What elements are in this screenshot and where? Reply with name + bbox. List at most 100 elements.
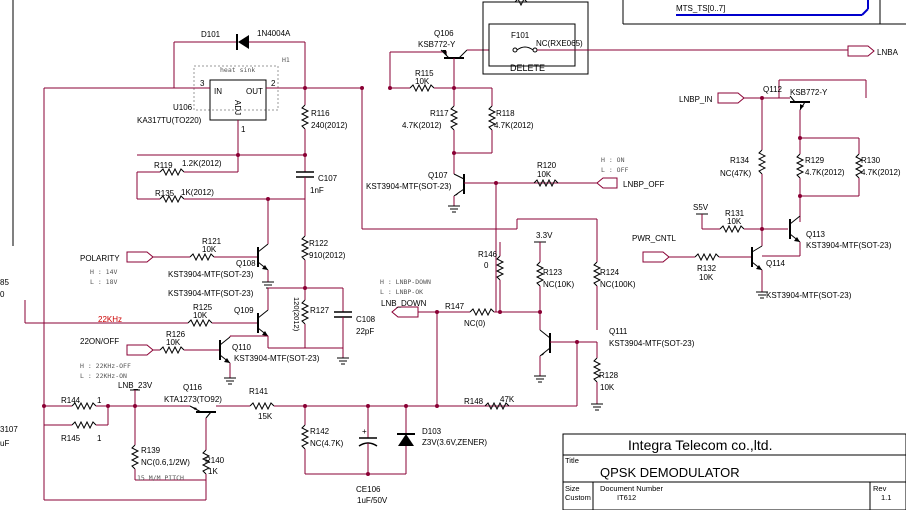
regulator-u106: heat sink H1 IN OUT ADJ 3 2 1 U106 KA317… xyxy=(44,56,362,155)
ports-lnb23: LNB_23V xyxy=(118,381,153,390)
parts-q114-ref: Q114 xyxy=(766,259,786,268)
parts-r140-val: 1K xyxy=(208,467,218,476)
ground-q108 xyxy=(262,281,274,289)
parts-q110-val: KST3904-MTF(SOT-23) xyxy=(234,354,320,363)
parts-r-mid-val: 120(2012) xyxy=(292,297,301,332)
parts-u106-adj: ADJ xyxy=(233,100,242,115)
transistor-q108: Q108 KST3904-MTF(SOT-23) xyxy=(168,236,269,282)
resistor-r142: R142 NC(4.7K) xyxy=(300,406,344,474)
parts-r120-ref: R120 xyxy=(537,161,557,170)
parts-r125-ref: R125 xyxy=(193,303,213,312)
ports-polarity: POLARITY xyxy=(80,254,120,263)
company-name: Integra Telecom co.,ltd. xyxy=(628,437,772,453)
parts-r119-ref: R119 xyxy=(154,161,173,170)
parts-r124-val: NC(100K) xyxy=(600,280,636,289)
parts-q108-val: KST3904-MTF(SOT-23) xyxy=(168,270,254,279)
parts-c108-val: 22pF xyxy=(356,327,374,336)
parts-r128-ref: R128 xyxy=(599,371,619,380)
parts-r117-val: 4.7K(2012) xyxy=(402,121,442,130)
resistor-r146: R146 0 xyxy=(478,242,505,312)
parts-q109-val: KST3904-MTF(SOT-23) xyxy=(168,289,254,298)
parts-r146-ref: R146 xyxy=(478,250,498,259)
parts-r142-val: NC(4.7K) xyxy=(310,439,344,448)
parts-r147-ref: R147 xyxy=(445,302,465,311)
notes-k22-l: L : 22KHz-ON xyxy=(80,372,127,380)
port-lnb-down: LNB_DOWN H : LNBP-DOWN L : LNBP-OK xyxy=(380,278,431,318)
notes-dn-l: L : LNBP-OK xyxy=(380,288,423,296)
notes-off-h: H : ON xyxy=(601,156,625,164)
parts-q107-val: KST3904-MTF(SOT-23) xyxy=(366,182,452,191)
parts-r121-val: 10K xyxy=(202,245,217,254)
resistor-r125: R125 10K 22KHz xyxy=(24,300,258,328)
ports-lnba: LNBA xyxy=(877,48,899,57)
notes-delete: DELETE xyxy=(510,63,545,73)
title-block-docnum-label: Document Number xyxy=(600,484,663,493)
parts-u106-p2: 2 xyxy=(271,79,276,88)
port-lnba: LNBA xyxy=(847,45,899,57)
parts-r139-val: NC(0.6,1/2W) xyxy=(141,458,190,467)
edge-label-0: 0 xyxy=(0,290,5,299)
parts-q107-ref: Q107 xyxy=(428,171,448,180)
parts-q112-ref: Q112 xyxy=(763,85,783,94)
parts-r147-val: NC(0) xyxy=(464,319,486,328)
parts-r130-val: 4.7K(2012) xyxy=(861,168,901,177)
parts-r130-ref: R130 xyxy=(861,156,881,165)
resistor-r147: R147 NC(0) xyxy=(418,302,540,328)
parts-u106-ref: U106 xyxy=(173,103,193,112)
parts-r148-ref: R148 xyxy=(464,397,484,406)
parts-q116-val: KTA1273(TO92) xyxy=(164,395,222,404)
parts-r124-ref: R124 xyxy=(600,268,620,277)
parts-ce106-ref: CE106 xyxy=(356,485,381,494)
parts-d103-val: Z3V(3.6V,ZENER) xyxy=(422,438,487,447)
notes-k22-h: H : 22KHz-OFF xyxy=(80,362,131,370)
parts-q106-ref: Q106 xyxy=(434,29,454,38)
transistor-q113: Q113 KST3904-MTF(SOT-23) xyxy=(789,215,892,256)
capacitor-c107: C107 1nF xyxy=(296,155,338,199)
resistor-r135: R135 1K(2012) xyxy=(137,188,305,236)
notes-pol-l: L : 18V xyxy=(90,278,117,286)
parts-q116-ref: Q116 xyxy=(183,383,203,392)
ground-q110 xyxy=(224,377,236,385)
sheet-frame xyxy=(12,0,906,246)
parts-u106-p1: 1 xyxy=(241,125,246,134)
resistor-r121: R121 10K xyxy=(153,237,258,262)
parts-r135-ref: R135 xyxy=(155,189,175,198)
parts-r131-val: 10K xyxy=(727,217,742,226)
parts-r134-ref: R134 xyxy=(730,156,750,165)
notes-heatsink: heat sink xyxy=(220,66,255,74)
resistor-r117: R117 4.7K(2012) xyxy=(402,88,459,153)
fuse-f101: F101 NC(RXE065) DELETE xyxy=(482,0,848,75)
parts-r140-ref: R140 xyxy=(205,456,225,465)
resistor-r131: R131 10K xyxy=(702,209,788,234)
parts-r121-ref: R121 xyxy=(202,237,222,246)
parts-r127-ref: R127 xyxy=(310,306,330,315)
parts-r142-ref: R142 xyxy=(310,427,330,436)
parts-r116-ref: R116 xyxy=(311,109,330,118)
parts-r128-val: 10K xyxy=(600,383,615,392)
ports-pwr-cntl: PWR_CNTL xyxy=(632,234,677,243)
parts-r123-val: NC(10K) xyxy=(543,280,574,289)
parts-r116-val: 240(2012) xyxy=(311,121,348,130)
notes-pol-h: H : 14V xyxy=(90,268,117,276)
parts-d103-ref: D103 xyxy=(422,427,442,436)
parts-r118-val: 4.7K(2012) xyxy=(494,121,534,130)
resistor-r130: R130 4.7K(2012) xyxy=(854,138,901,196)
parts-r129-ref: R129 xyxy=(805,156,825,165)
parts-u106-in: IN xyxy=(214,87,222,96)
bus-label: MTS_TS[0..7] xyxy=(676,4,725,13)
resistor-r120: R120 10K xyxy=(494,161,559,312)
parts-r126-val: 10K xyxy=(166,338,181,347)
parts-r145-val: 1 xyxy=(97,434,102,443)
ports-lnb-down: LNB_DOWN xyxy=(381,299,427,308)
edge-label-3107: 3107 xyxy=(0,425,18,434)
resistor-r116: R116 240(2012) xyxy=(300,88,348,155)
parts-r134-val: NC(47K) xyxy=(720,169,751,178)
parts-d101-val: 1N4004A xyxy=(257,29,291,38)
title-block-docnum-value: IT612 xyxy=(617,493,636,502)
power-3v3: 3.3V xyxy=(534,231,553,262)
resistor-r145: R145 1 xyxy=(44,406,109,443)
resistor-r134: R134 NC(47K) xyxy=(720,149,767,246)
parts-r135-val: 1K(2012) xyxy=(181,188,214,197)
transistor-q114: Q114 KST3904-MTF(SOT-23) xyxy=(751,245,852,300)
parts-r129-val: 4.7K(2012) xyxy=(805,168,845,177)
